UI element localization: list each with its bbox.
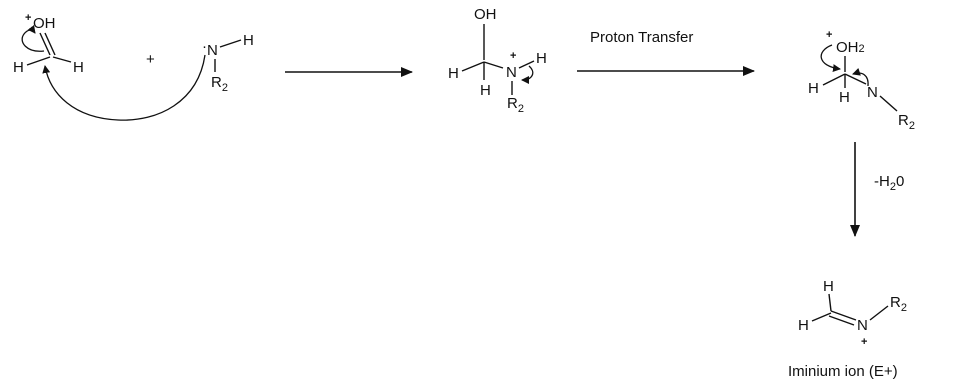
carbonyl-oh-label: OH (33, 15, 56, 32)
int2-n-label: N (867, 84, 878, 101)
int2-cn-bond (844, 73, 867, 85)
nucleophilic-attack-arrow (42, 54, 206, 121)
carbonyl-double-bond (39, 32, 51, 56)
amine-nh-bond (219, 39, 242, 48)
int1-n-charge: + (510, 50, 516, 62)
intermediate-2: + OH2 H H N R2 (808, 29, 915, 132)
int2-nr-bond (879, 95, 898, 112)
reactant-carbonyl: + OH H H (13, 12, 84, 76)
water-loss-label: -H20 (874, 173, 904, 193)
product-h-top: H (823, 278, 834, 295)
int2-ch-left-bond (822, 73, 846, 86)
product-ch-top-bond (828, 293, 832, 312)
plus-sign: + (146, 51, 155, 68)
product-h-left: H (798, 317, 809, 334)
amine-n-label: N (207, 42, 218, 59)
int1-h-left: H (448, 65, 459, 82)
product-cn-double-bond (830, 310, 857, 321)
amine-lone-pair: · (202, 38, 207, 55)
iminium-caption: Iminium ion (E+) (788, 363, 898, 380)
int1-h-below: H (480, 82, 491, 99)
int1-cn-bond (483, 61, 504, 69)
pi-bond-curly-arrow (21, 25, 45, 52)
int1-ch-left-bond (461, 61, 485, 72)
int1-nh-curly-arrow (521, 65, 534, 84)
product-iminium: H H N + R2 Iminium ion (E+) (788, 278, 907, 380)
int1-r-label: R2 (507, 95, 524, 115)
int2-o-charge: + (826, 29, 832, 41)
carbonyl-h-right: H (73, 59, 84, 76)
oxonium-charge: + (25, 12, 31, 24)
intermediate-1: OH H H + N H R2 (448, 6, 547, 115)
int2-h-below: H (839, 89, 850, 106)
int2-h-left: H (808, 80, 819, 97)
int1-n-label: N (506, 64, 517, 81)
amine-r-label: R2 (211, 74, 228, 94)
product-n-charge: + (861, 336, 867, 348)
product-r-label: R2 (890, 294, 907, 314)
carbonyl-bond-left (26, 56, 51, 66)
carbonyl-h-left: H (13, 59, 24, 76)
int2-n-lone-pair-curly-arrow (852, 67, 869, 87)
product-ch-left-bond (811, 312, 832, 322)
int1-oh-label: OH (474, 6, 497, 23)
carbonyl-double-bond-2 (44, 32, 56, 56)
product-cn-double-bond-2 (828, 315, 855, 326)
reactant-amine: · N H R2 (202, 32, 254, 94)
carbonyl-bond-right (52, 56, 72, 63)
product-nr-bond (869, 305, 889, 321)
proton-transfer-label: Proton Transfer (590, 29, 693, 46)
int1-nh-bond (518, 60, 535, 69)
product-n-label: N (857, 317, 868, 334)
int2-oh2-label: OH2 (836, 39, 865, 56)
int2-r-label: R2 (898, 112, 915, 132)
int2-leaving-group-curly-arrow (820, 44, 841, 73)
int1-n-h: H (536, 50, 547, 67)
amine-h-label: H (243, 32, 254, 49)
